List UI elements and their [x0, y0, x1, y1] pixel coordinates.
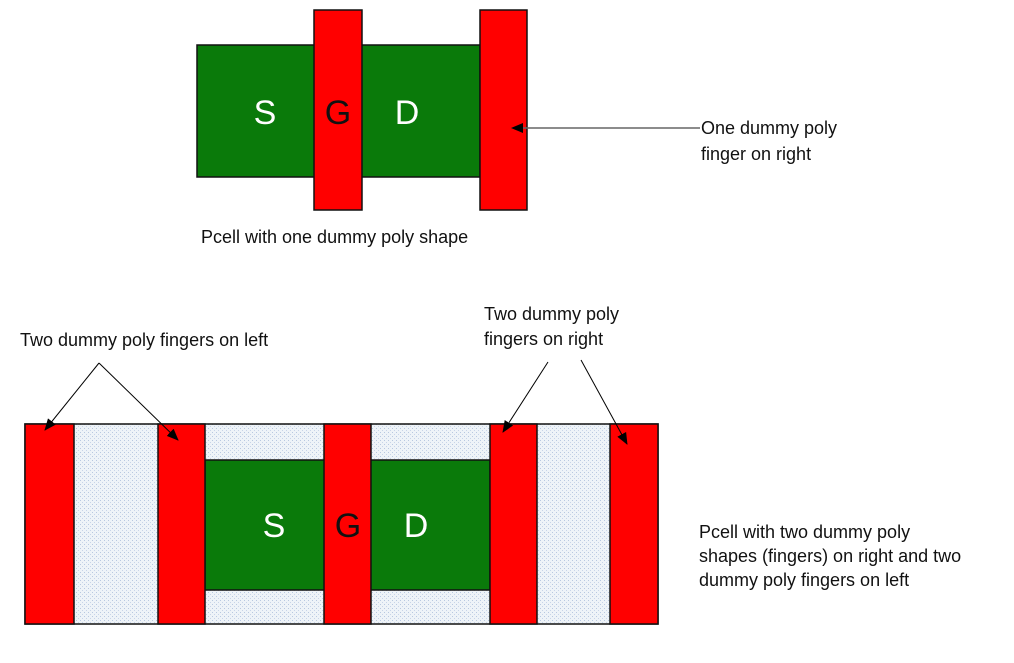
top-pcell: S G D	[196, 9, 528, 211]
top-callout-line1: One dummy poly	[701, 118, 837, 138]
top-gate-label: G	[325, 94, 351, 132]
top-dummy-poly-right	[479, 9, 528, 211]
bottom-caption-line1: Pcell with two dummy poly	[699, 522, 910, 542]
right-arrow-outer	[580, 359, 628, 445]
top-callout-line2: finger on right	[701, 144, 811, 164]
bottom-caption-line3: dummy poly fingers on left	[699, 570, 909, 590]
bottom-gate-poly	[323, 423, 372, 625]
bottom-callout-right-line2: fingers on right	[484, 329, 603, 349]
right-arrow-inner	[502, 361, 549, 433]
dummy-poly-left-outer	[24, 423, 75, 625]
bottom-source-label: S	[263, 507, 286, 545]
bottom-pcell: S G D	[24, 423, 659, 625]
bottom-callout-left: Two dummy poly fingers on left	[20, 330, 268, 350]
bottom-callout-right-line1: Two dummy poly	[484, 304, 619, 324]
top-caption: Pcell with one dummy poly shape	[201, 227, 468, 247]
left-arrow-outer	[44, 362, 100, 431]
bottom-caption-line2: shapes (fingers) on right and two	[699, 546, 961, 566]
bottom-gate-label: G	[335, 507, 361, 545]
dummy-poly-right-outer	[609, 423, 659, 625]
top-source-label: S	[254, 94, 277, 132]
bottom-drain-label: D	[404, 507, 429, 545]
dummy-poly-left-inner	[157, 423, 206, 625]
left-arrow-inner	[98, 362, 179, 441]
top-drain-label: D	[395, 94, 420, 132]
dummy-poly-right-inner	[489, 423, 538, 625]
top-gate-poly	[313, 9, 363, 211]
